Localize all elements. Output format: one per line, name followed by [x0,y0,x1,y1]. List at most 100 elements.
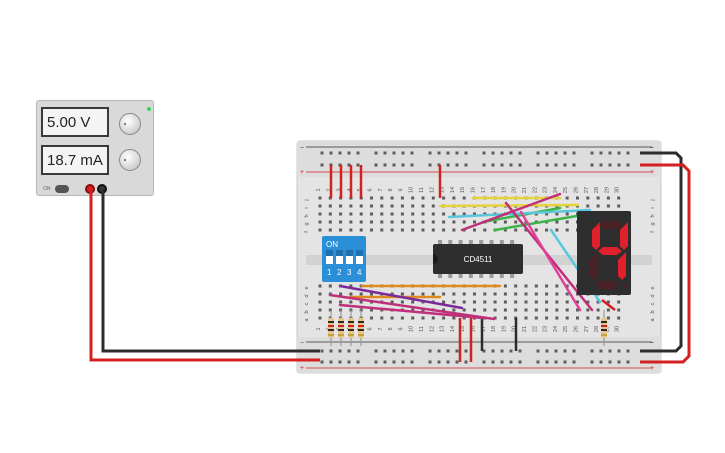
breadboard-hole[interactable] [483,300,487,304]
rail-hole[interactable] [446,360,450,364]
breadboard-hole[interactable] [503,292,507,296]
rail-hole[interactable] [509,151,513,155]
breadboard-hole[interactable] [411,212,415,216]
breadboard-hole[interactable] [452,228,456,232]
breadboard-hole[interactable] [576,300,579,304]
rail-hole[interactable] [455,163,459,167]
breadboard-hole[interactable] [339,228,343,232]
breadboard-hole[interactable] [606,204,610,208]
rail-hole[interactable] [509,163,513,167]
rail-hole[interactable] [554,163,558,167]
rail-hole[interactable] [437,349,441,353]
rail-hole[interactable] [320,360,324,364]
breadboard-hole[interactable] [421,228,425,232]
breadboard-hole[interactable] [503,300,507,304]
rail-hole[interactable] [392,349,396,353]
power-switch-toggle[interactable] [55,185,69,193]
breadboard-hole[interactable] [545,228,549,232]
breadboard-hole[interactable] [380,212,384,216]
rail-hole[interactable] [356,349,360,353]
breadboard-hole[interactable] [483,228,487,232]
rail-hole[interactable] [347,349,351,353]
rail-hole[interactable] [410,360,414,364]
breadboard-hole[interactable] [493,292,497,296]
seven-segment-display[interactable] [577,211,631,295]
breadboard-hole[interactable] [359,204,363,208]
rail-hole[interactable] [329,151,333,155]
breadboard-hole[interactable] [473,228,476,232]
breadboard-hole[interactable] [370,220,373,224]
rail-hole[interactable] [500,349,504,353]
rail-hole[interactable] [608,360,612,364]
breadboard-hole[interactable] [555,308,559,312]
rail-hole[interactable] [491,360,495,364]
breadboard-hole[interactable] [483,292,487,296]
breadboard-hole[interactable] [565,308,569,312]
breadboard-hole[interactable] [318,220,322,224]
rail-hole[interactable] [383,349,387,353]
rail-hole[interactable] [338,349,342,353]
breadboard-hole[interactable] [565,212,569,216]
rail-hole[interactable] [554,349,558,353]
rail-hole[interactable] [410,151,414,155]
rail-hole[interactable] [590,360,594,364]
rail-hole[interactable] [482,349,486,353]
breadboard-hole[interactable] [442,228,446,232]
breadboard-hole[interactable] [555,284,559,288]
breadboard-hole[interactable] [328,308,332,312]
rail-hole[interactable] [482,151,486,155]
rail-hole[interactable] [428,151,432,155]
breadboard-hole[interactable] [555,292,559,296]
breadboard-hole[interactable] [545,212,549,216]
breadboard-hole[interactable] [390,300,394,304]
rail-hole[interactable] [401,163,405,167]
rail-hole[interactable] [320,151,324,155]
breadboard-hole[interactable] [545,300,549,304]
breadboard-hole[interactable] [462,196,466,200]
rail-hole[interactable] [383,163,387,167]
breadboard-hole[interactable] [380,316,384,320]
rail-hole[interactable] [374,151,378,155]
breadboard-hole[interactable] [503,316,507,320]
rail-hole[interactable] [455,360,459,364]
breadboard-hole[interactable] [400,204,404,208]
breadboard-hole[interactable] [596,316,600,320]
rail-hole[interactable] [392,360,396,364]
breadboard-hole[interactable] [411,220,415,224]
rail-hole[interactable] [356,360,360,364]
breadboard-hole[interactable] [318,300,322,304]
breadboard-hole[interactable] [411,308,415,312]
breadboard-hole[interactable] [442,316,446,320]
rail-hole[interactable] [347,151,351,155]
breadboard-hole[interactable] [534,212,538,216]
breadboard-hole[interactable] [606,300,610,304]
rail-hole[interactable] [536,349,540,353]
breadboard-hole[interactable] [534,292,538,296]
breadboard-hole[interactable] [359,300,363,304]
breadboard-hole[interactable] [493,220,497,224]
rail-hole[interactable] [563,349,567,353]
breadboard-hole[interactable] [359,228,363,232]
dip-toggle-2[interactable] [336,250,343,264]
rail-hole[interactable] [383,151,387,155]
rail-hole[interactable] [428,360,432,364]
breadboard-hole[interactable] [534,300,538,304]
rail-hole[interactable] [590,151,594,155]
breadboard-hole[interactable] [462,220,466,224]
breadboard-hole[interactable] [503,228,507,232]
breadboard-hole[interactable] [617,316,621,320]
breadboard-hole[interactable] [328,228,332,232]
breadboard-hole[interactable] [390,292,394,296]
rail-hole[interactable] [320,163,324,167]
breadboard-hole[interactable] [617,196,621,200]
breadboard-hole[interactable] [524,300,528,304]
rail-hole[interactable] [401,151,405,155]
rail-hole[interactable] [536,151,540,155]
breadboard-hole[interactable] [565,220,569,224]
breadboard-hole[interactable] [452,196,456,200]
breadboard-hole[interactable] [390,220,394,224]
breadboard-hole[interactable] [349,220,353,224]
breadboard-hole[interactable] [576,196,579,200]
breadboard-hole[interactable] [565,292,569,296]
breadboard-hole[interactable] [596,300,600,304]
